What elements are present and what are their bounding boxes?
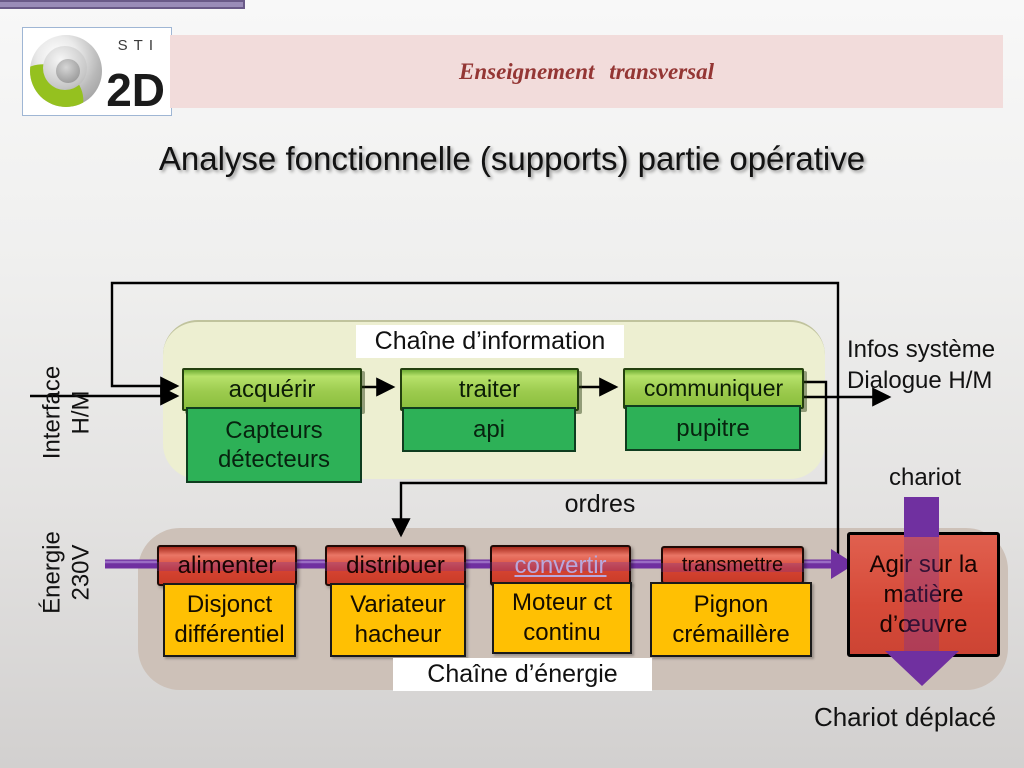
- page-title: Analyse fonctionnelle (supports) partie …: [158, 140, 866, 177]
- logo-2d-text: 2D: [106, 64, 165, 116]
- api-box: api: [402, 407, 576, 452]
- information-chain-label: Chaîne d’information: [356, 325, 624, 358]
- chariot-label: chariot: [888, 464, 962, 491]
- transmettre-box: transmettre: [661, 546, 804, 584]
- ordres-label: ordres: [564, 490, 636, 518]
- chariot-input-arrow: [904, 497, 939, 537]
- banner-title: Enseignement transversal: [458, 58, 714, 84]
- interface-hm-label: Interface H/M: [38, 365, 95, 460]
- chariot-deplace-label: Chariot déplacé: [813, 702, 997, 732]
- alimenter-box: alimenter: [157, 545, 297, 586]
- logo-sti-text: STI: [117, 37, 159, 54]
- moteur-box: Moteur ct continu: [492, 582, 632, 654]
- chariot-flow-band: [904, 537, 939, 651]
- acquerir-box: acquérir: [182, 368, 362, 411]
- capteurs-box: Capteurs détecteurs: [186, 407, 362, 483]
- infos-line1: Infos système: [847, 336, 996, 363]
- infos-line2: Dialogue H/M: [847, 367, 993, 394]
- variateur-box: Variateur hacheur: [330, 583, 466, 657]
- communiquer-box: communiquer: [623, 368, 804, 409]
- agir-matiere-oeuvre-box: Agir sur la matière d’œuvre: [847, 532, 1000, 657]
- top-accent-bar: [0, 0, 245, 9]
- distribuer-box: distribuer: [325, 545, 466, 586]
- infos-systeme-label: Infos système Dialogue H/M: [847, 334, 995, 396]
- convertir-box: convertir: [490, 545, 631, 586]
- sti2d-logo: STI 2D: [22, 27, 172, 116]
- convertir-link[interactable]: convertir: [514, 551, 607, 579]
- energy-chain-label: Chaîne d’énergie: [393, 658, 652, 691]
- pignon-box: Pignon crémaillère: [650, 582, 812, 657]
- pupitre-box: pupitre: [625, 405, 801, 451]
- disjonct-box: Disjonct différentiel: [163, 583, 296, 657]
- header-banner: Enseignement transversal: [170, 35, 1003, 108]
- sphere-icon: [30, 35, 102, 107]
- energie-230v-label: Énergie 230V: [38, 531, 95, 614]
- chariot-output-arrowhead: [885, 651, 959, 686]
- traiter-box: traiter: [400, 368, 579, 411]
